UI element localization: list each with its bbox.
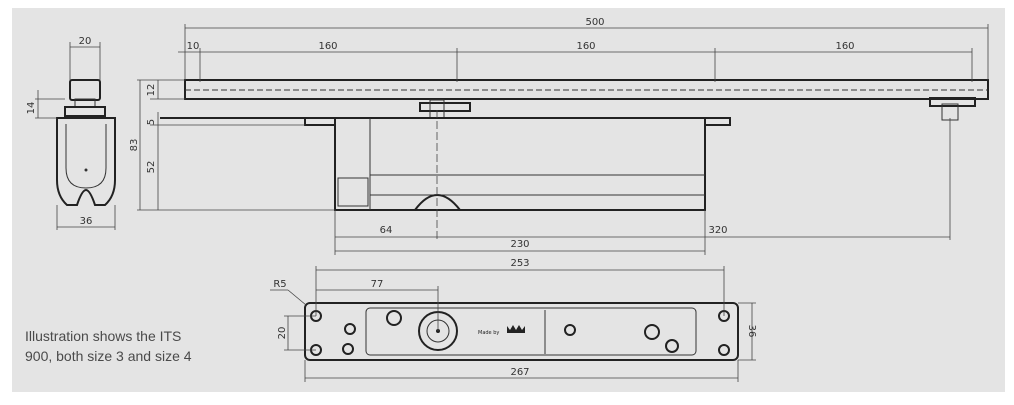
made-by-text: Made by [478,330,499,336]
front-view: 500 10 160 160 160 83 12 5 52 64 320 230 [129,17,989,255]
dim-axis-offset: 64 [380,225,393,236]
dim-body-height: 52 [146,161,157,174]
dim-end-offset: 10 [187,41,200,52]
caption: Illustration shows the ITS 900, both siz… [25,326,192,366]
dim-plate-width: 36 [746,325,757,338]
dim-corner-radius: R5 [273,279,286,290]
dim-side-width: 36 [80,216,93,227]
side-view: 20 14 36 [26,36,116,230]
caption-line-1: Illustration shows the ITS [25,328,182,344]
dim-rail-height: 12 [146,84,157,97]
dim-overall-length: 500 [585,17,604,28]
dim-body-length: 230 [510,239,529,250]
dim-hole-vertical: 20 [277,327,288,340]
dim-total-height: 83 [129,139,140,152]
dim-side-top-width: 20 [79,36,92,47]
dim-hole-spacing: 253 [510,258,529,269]
dim-spacing-2: 160 [576,41,595,52]
dim-side-flange: 14 [26,102,37,115]
caption-line-2: 900, both size 3 and size 4 [25,348,192,364]
dim-spacing-1: 160 [318,41,337,52]
dim-arm-reach: 320 [708,225,727,236]
dim-plate-length: 267 [510,367,529,378]
mounting-plate-view: Made by 253 77 R5 20 36 267 [270,258,757,382]
dim-gap: 5 [146,119,157,125]
dim-spacing-3: 160 [835,41,854,52]
brand-logo [507,325,525,333]
dim-axis-from-hole: 77 [371,279,384,290]
